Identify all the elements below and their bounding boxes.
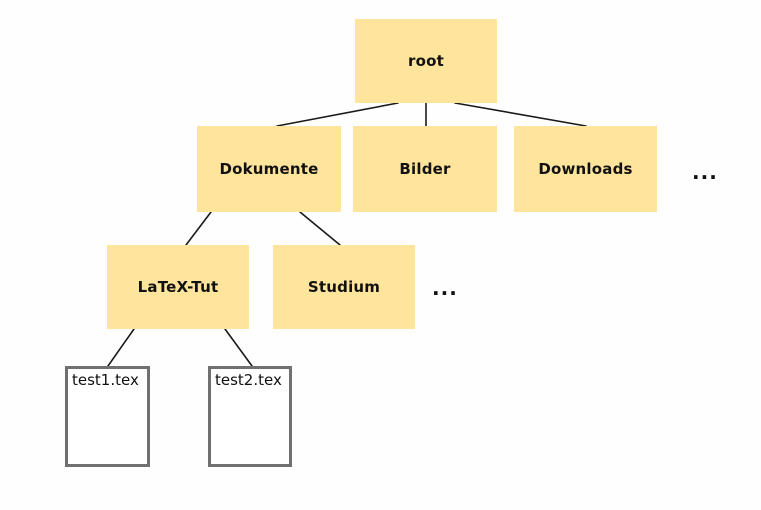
folder-label-bilder: Bilder (399, 160, 451, 178)
folder-label-studium: Studium (307, 278, 381, 296)
folder-node-root[interactable]: root (355, 19, 497, 103)
folder-node-downloads[interactable]: Downloads (514, 126, 657, 212)
ellipsis-row3: ... (432, 276, 458, 300)
folder-node-bilder[interactable]: Bilder (353, 126, 497, 212)
folder-label-downloads: Downloads (538, 160, 633, 178)
folder-node-studium[interactable]: Studium (273, 245, 415, 329)
folder-node-dokumente[interactable]: Dokumente (197, 126, 341, 212)
tree-edge-latextut-to-test1 (107, 328, 135, 367)
ellipsis-row2: ... (692, 160, 718, 184)
folder-node-latextut[interactable]: LaTeX-Tut (107, 245, 249, 329)
file-label-test1: test1.tex (72, 371, 139, 389)
folder-label-latextut: LaTeX-Tut (137, 278, 219, 296)
file-label-test2: test2.tex (215, 371, 282, 389)
folder-label-dokumente: Dokumente (219, 160, 319, 178)
tree-edge-root-to-downloads (454, 102, 587, 127)
file-node-test2[interactable]: test2.tex (208, 366, 292, 467)
tree-edge-dokumente-to-studium (299, 211, 341, 246)
tree-edge-root-to-dokumente (276, 102, 399, 127)
tree-edge-dokumente-to-latextut (185, 211, 212, 246)
folder-label-root: root (408, 52, 444, 70)
tree-edge-latextut-to-test2 (224, 328, 253, 367)
file-node-test1[interactable]: test1.tex (65, 366, 150, 467)
